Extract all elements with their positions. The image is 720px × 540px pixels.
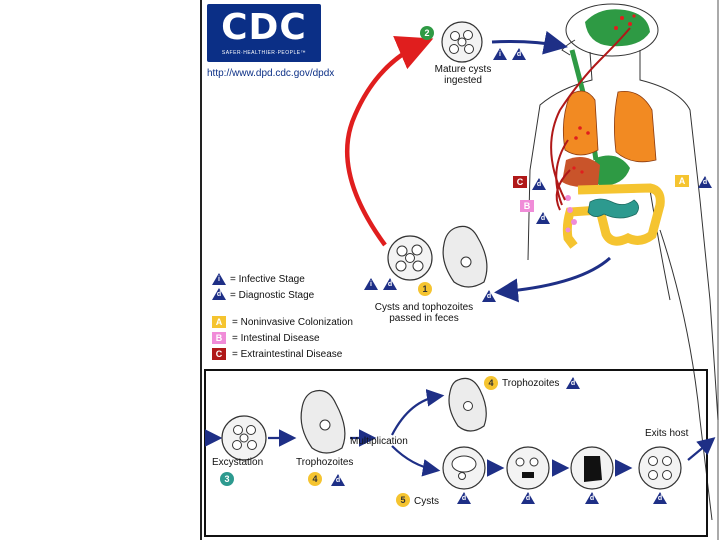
stage-2-label: Mature cysts ingested	[434, 64, 492, 86]
small-intestine	[587, 198, 639, 219]
liver-lesions	[572, 166, 584, 174]
legend-diagnostic-text: = Diagnostic Stage	[230, 290, 315, 301]
legend-diagnostic-icon: d	[212, 288, 226, 300]
infective-stage-icon: i	[493, 48, 507, 60]
stage-5-label: Cysts	[414, 496, 439, 507]
stage-3-badge: 3	[220, 472, 234, 486]
trophozoite-feces-nucleus	[460, 256, 472, 268]
cyst-feces	[387, 235, 433, 281]
diagnostic-stage-icon: d	[512, 48, 526, 60]
stage-4-inset-badge: 4	[308, 472, 322, 486]
marker-b: B	[520, 200, 534, 212]
stomach	[592, 155, 630, 186]
diagnostic-stage-icon: d	[532, 178, 546, 190]
infective-stage-icon: i	[364, 278, 378, 290]
cdc-logo-tagline: SAFER·HEALTHIER·PEOPLE™	[221, 50, 307, 56]
spread-paths	[550, 27, 631, 211]
inset-trophozoite-nucleus	[319, 419, 331, 431]
diagnostic-stage-icon: d	[521, 492, 535, 504]
legend-a-text: = Noninvasive Colonization	[232, 317, 353, 328]
diagnostic-stage-icon: d	[698, 176, 712, 188]
legend-b-box: B	[212, 332, 226, 344]
cyst-binucleate	[506, 446, 550, 490]
legend-a-box: A	[212, 316, 226, 328]
cyst-quadrinucleate-chromatoid	[570, 446, 614, 490]
legend-c-box: C	[212, 348, 226, 360]
stage-1-label: Cysts and tophozoites passed in feces	[374, 302, 474, 324]
legend-infective-icon: i	[212, 273, 226, 285]
marker-a: A	[675, 175, 689, 187]
stage-4-label: Trophozoites	[502, 378, 560, 389]
diagnostic-stage-icon: d	[653, 492, 667, 504]
left-lung	[562, 90, 599, 156]
multiplied-trophozoite-nucleus	[463, 401, 473, 411]
stage-5-badge: 5	[396, 493, 410, 507]
excystation-cyst	[221, 415, 267, 461]
inset-arrows	[204, 389, 716, 477]
large-intestine	[562, 183, 665, 249]
stage-4-badge: 4	[484, 376, 498, 390]
lung-lesions	[574, 126, 590, 140]
right-lung	[614, 91, 657, 163]
stage-4-inset-label: Trophozoites	[296, 457, 354, 468]
stage-2-badge: 2	[420, 26, 434, 40]
diagnostic-stage-icon: d	[457, 492, 471, 504]
diagnostic-stage-icon: d	[566, 377, 580, 389]
exits-host-label: Exits host	[645, 428, 689, 439]
marker-c: C	[513, 176, 527, 188]
diagnostic-stage-icon: d	[585, 492, 599, 504]
multiplication-label: Multiplication	[350, 436, 408, 447]
cdc-logo-text: CDC	[221, 7, 307, 48]
intestinal-lesions	[565, 195, 577, 233]
stage-1-badge: 1	[418, 282, 432, 296]
legend-infective-text: = Infective Stage	[230, 274, 305, 285]
diagnostic-stage-icon: d	[536, 212, 550, 224]
human-body	[527, 3, 719, 521]
mature-cyst-ingested	[441, 21, 483, 63]
cdc-logo: CDC SAFER·HEALTHIER·PEOPLE™	[207, 4, 321, 62]
stage-3-label: Excystation	[212, 457, 264, 468]
cyst-precyst	[442, 446, 486, 490]
source-url[interactable]: http://www.dpd.cdc.gov/dpdx	[207, 68, 335, 79]
brain-lesions	[614, 14, 636, 30]
diagnostic-stage-icon: d	[383, 278, 397, 290]
cyst-mature	[638, 446, 682, 490]
to-host-arrow	[491, 30, 568, 55]
diagnostic-stage-icon: d	[331, 474, 345, 486]
diagnostic-stage-icon: d	[482, 290, 496, 302]
ingestion-arrow	[344, 36, 434, 247]
legend-c-text: = Extraintestinal Disease	[232, 349, 343, 360]
legend-b-text: = Intestinal Disease	[232, 333, 320, 344]
excretion-arrow	[494, 256, 612, 303]
